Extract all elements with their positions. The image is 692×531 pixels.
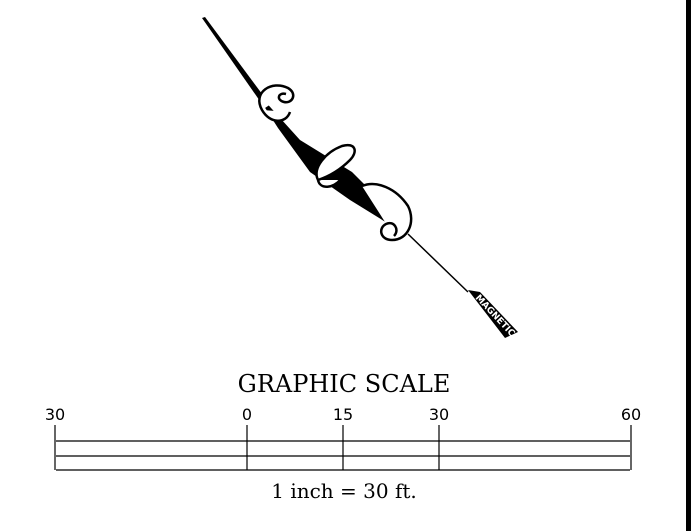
arrow-tail <box>468 290 518 338</box>
sheet-border <box>686 0 691 531</box>
scale-ratio: 1 inch = 30 ft. <box>271 479 417 503</box>
scale-tick-labels: 30 0 15 30 60 <box>45 405 641 424</box>
scale-tick-label-3: 30 <box>429 405 449 424</box>
needle-bottom <box>407 233 469 293</box>
scroll-bottom <box>361 182 413 242</box>
scroll-middle <box>315 143 356 188</box>
graphic-scale: GRAPHIC SCALE 30 0 15 30 60 1 inch = 30 ft. <box>45 370 641 503</box>
needle-top <box>202 17 268 104</box>
scale-tick-label-4: 60 <box>621 405 641 424</box>
arrow-blade <box>246 78 403 228</box>
scale-tick-lines <box>54 425 632 470</box>
scroll-top <box>258 84 295 122</box>
scale-tick-label-1: 0 <box>242 405 252 424</box>
scale-tick-label-2: 15 <box>333 405 353 424</box>
north-arrow-icon: MAGNETIC <box>202 17 518 339</box>
scale-tick-label-0: 30 <box>45 405 65 424</box>
scale-title: GRAPHIC SCALE <box>238 370 451 398</box>
magnetic-label: MAGNETIC <box>473 293 517 339</box>
